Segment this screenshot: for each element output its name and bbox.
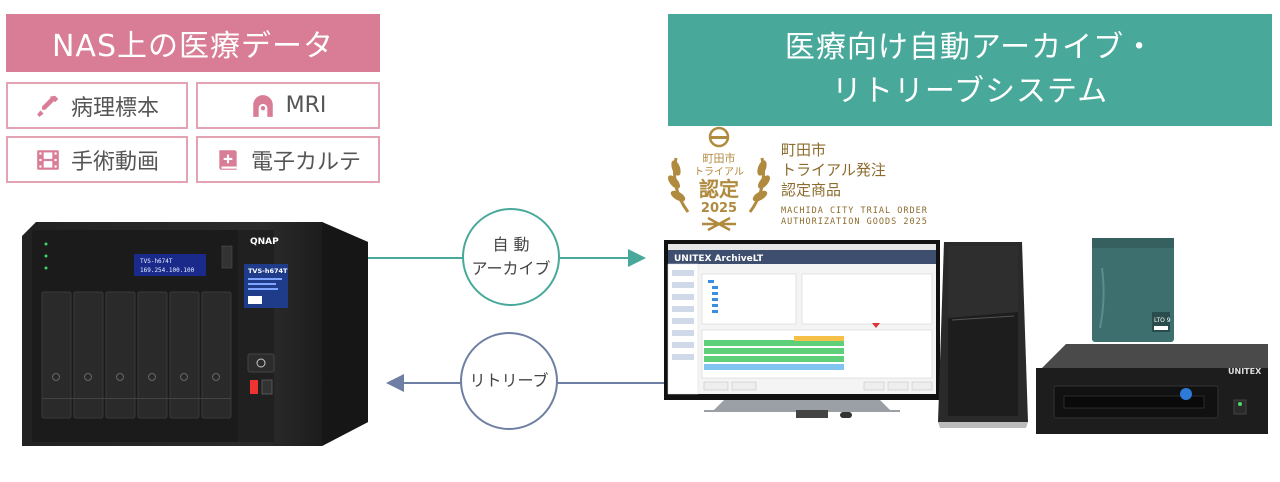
category-emr: 電子カルテ <box>196 136 380 183</box>
mri-scanner-icon <box>250 93 276 119</box>
film-icon <box>35 147 61 173</box>
nas-lcd-line1: TVS-h674T <box>140 258 173 265</box>
pipette-icon <box>35 93 61 119</box>
archive-line1: 自 動 <box>492 235 530 254</box>
cert-en-line2: AUTHORIZATION GOODS 2025 <box>781 217 928 227</box>
category-label: 手術動画 <box>70 149 159 175</box>
category-label: MRI <box>285 93 327 118</box>
nas-lcd-line2: 169.254.100.100 <box>140 267 195 274</box>
category-mri: MRI <box>196 82 380 129</box>
tower-pc <box>938 242 1028 428</box>
tape-drive: UNITEX <box>1036 344 1268 434</box>
nas-device: TVS-h674T 169.254.100.100 QNAP TVS-h674T <box>22 222 368 446</box>
certification-emblem: 町田市 トライアル 認定 2025 <box>668 126 770 232</box>
emblem-year: 2025 <box>701 201 737 216</box>
cert-line3: 認定商品 <box>781 181 842 199</box>
emblem-line2: トライアル <box>694 166 744 178</box>
retrieve-label: リトリーブ <box>460 332 558 430</box>
medical-book-icon <box>215 147 241 173</box>
category-surgery-video: 手術動画 <box>6 136 188 183</box>
retrieve-arrowhead <box>386 374 404 392</box>
system-title: 医療向け自動アーカイブ・ リトリーブシステム <box>668 14 1272 126</box>
cert-line2: トライアル発注 <box>781 161 886 179</box>
nas-model: TVS-h674T <box>248 267 288 275</box>
tape-label: LTO 9 <box>1154 317 1171 324</box>
auto-archive-label: 自 動 アーカイブ <box>462 208 560 306</box>
drive-brand: UNITEX <box>1228 367 1262 376</box>
category-pathology: 病理標本 <box>6 82 188 129</box>
retrieve-text: リトリーブ <box>469 371 549 390</box>
system-title-line2: リトリーブシステム <box>831 74 1109 109</box>
cert-line1: 町田市 <box>781 141 827 159</box>
archive-arrowhead <box>628 249 646 267</box>
category-label: 電子カルテ <box>250 149 361 175</box>
lto-cartridge: LTO 9 <box>1092 238 1174 342</box>
nas-brand: QNAP <box>250 237 279 247</box>
monitor-with-archive-app: UNITEX ArchiveLT <box>664 240 940 418</box>
emblem-line1: 町田市 <box>703 151 736 165</box>
app-title: UNITEX ArchiveLT <box>674 254 764 264</box>
system-title-line1: 医療向け自動アーカイブ・ <box>784 30 1156 65</box>
drive-bays <box>41 291 232 419</box>
category-label: 病理標本 <box>70 95 159 121</box>
emblem-line3: 認定 <box>699 177 739 201</box>
nas-data-title: NAS上の医療データ <box>6 14 380 72</box>
archive-line2: アーカイブ <box>471 259 551 278</box>
cert-en-line1: MACHIDA CITY TRIAL ORDER <box>781 206 928 216</box>
certification-text: 町田市 トライアル発注 認定商品 MACHIDA CITY TRIAL ORDE… <box>781 140 928 228</box>
